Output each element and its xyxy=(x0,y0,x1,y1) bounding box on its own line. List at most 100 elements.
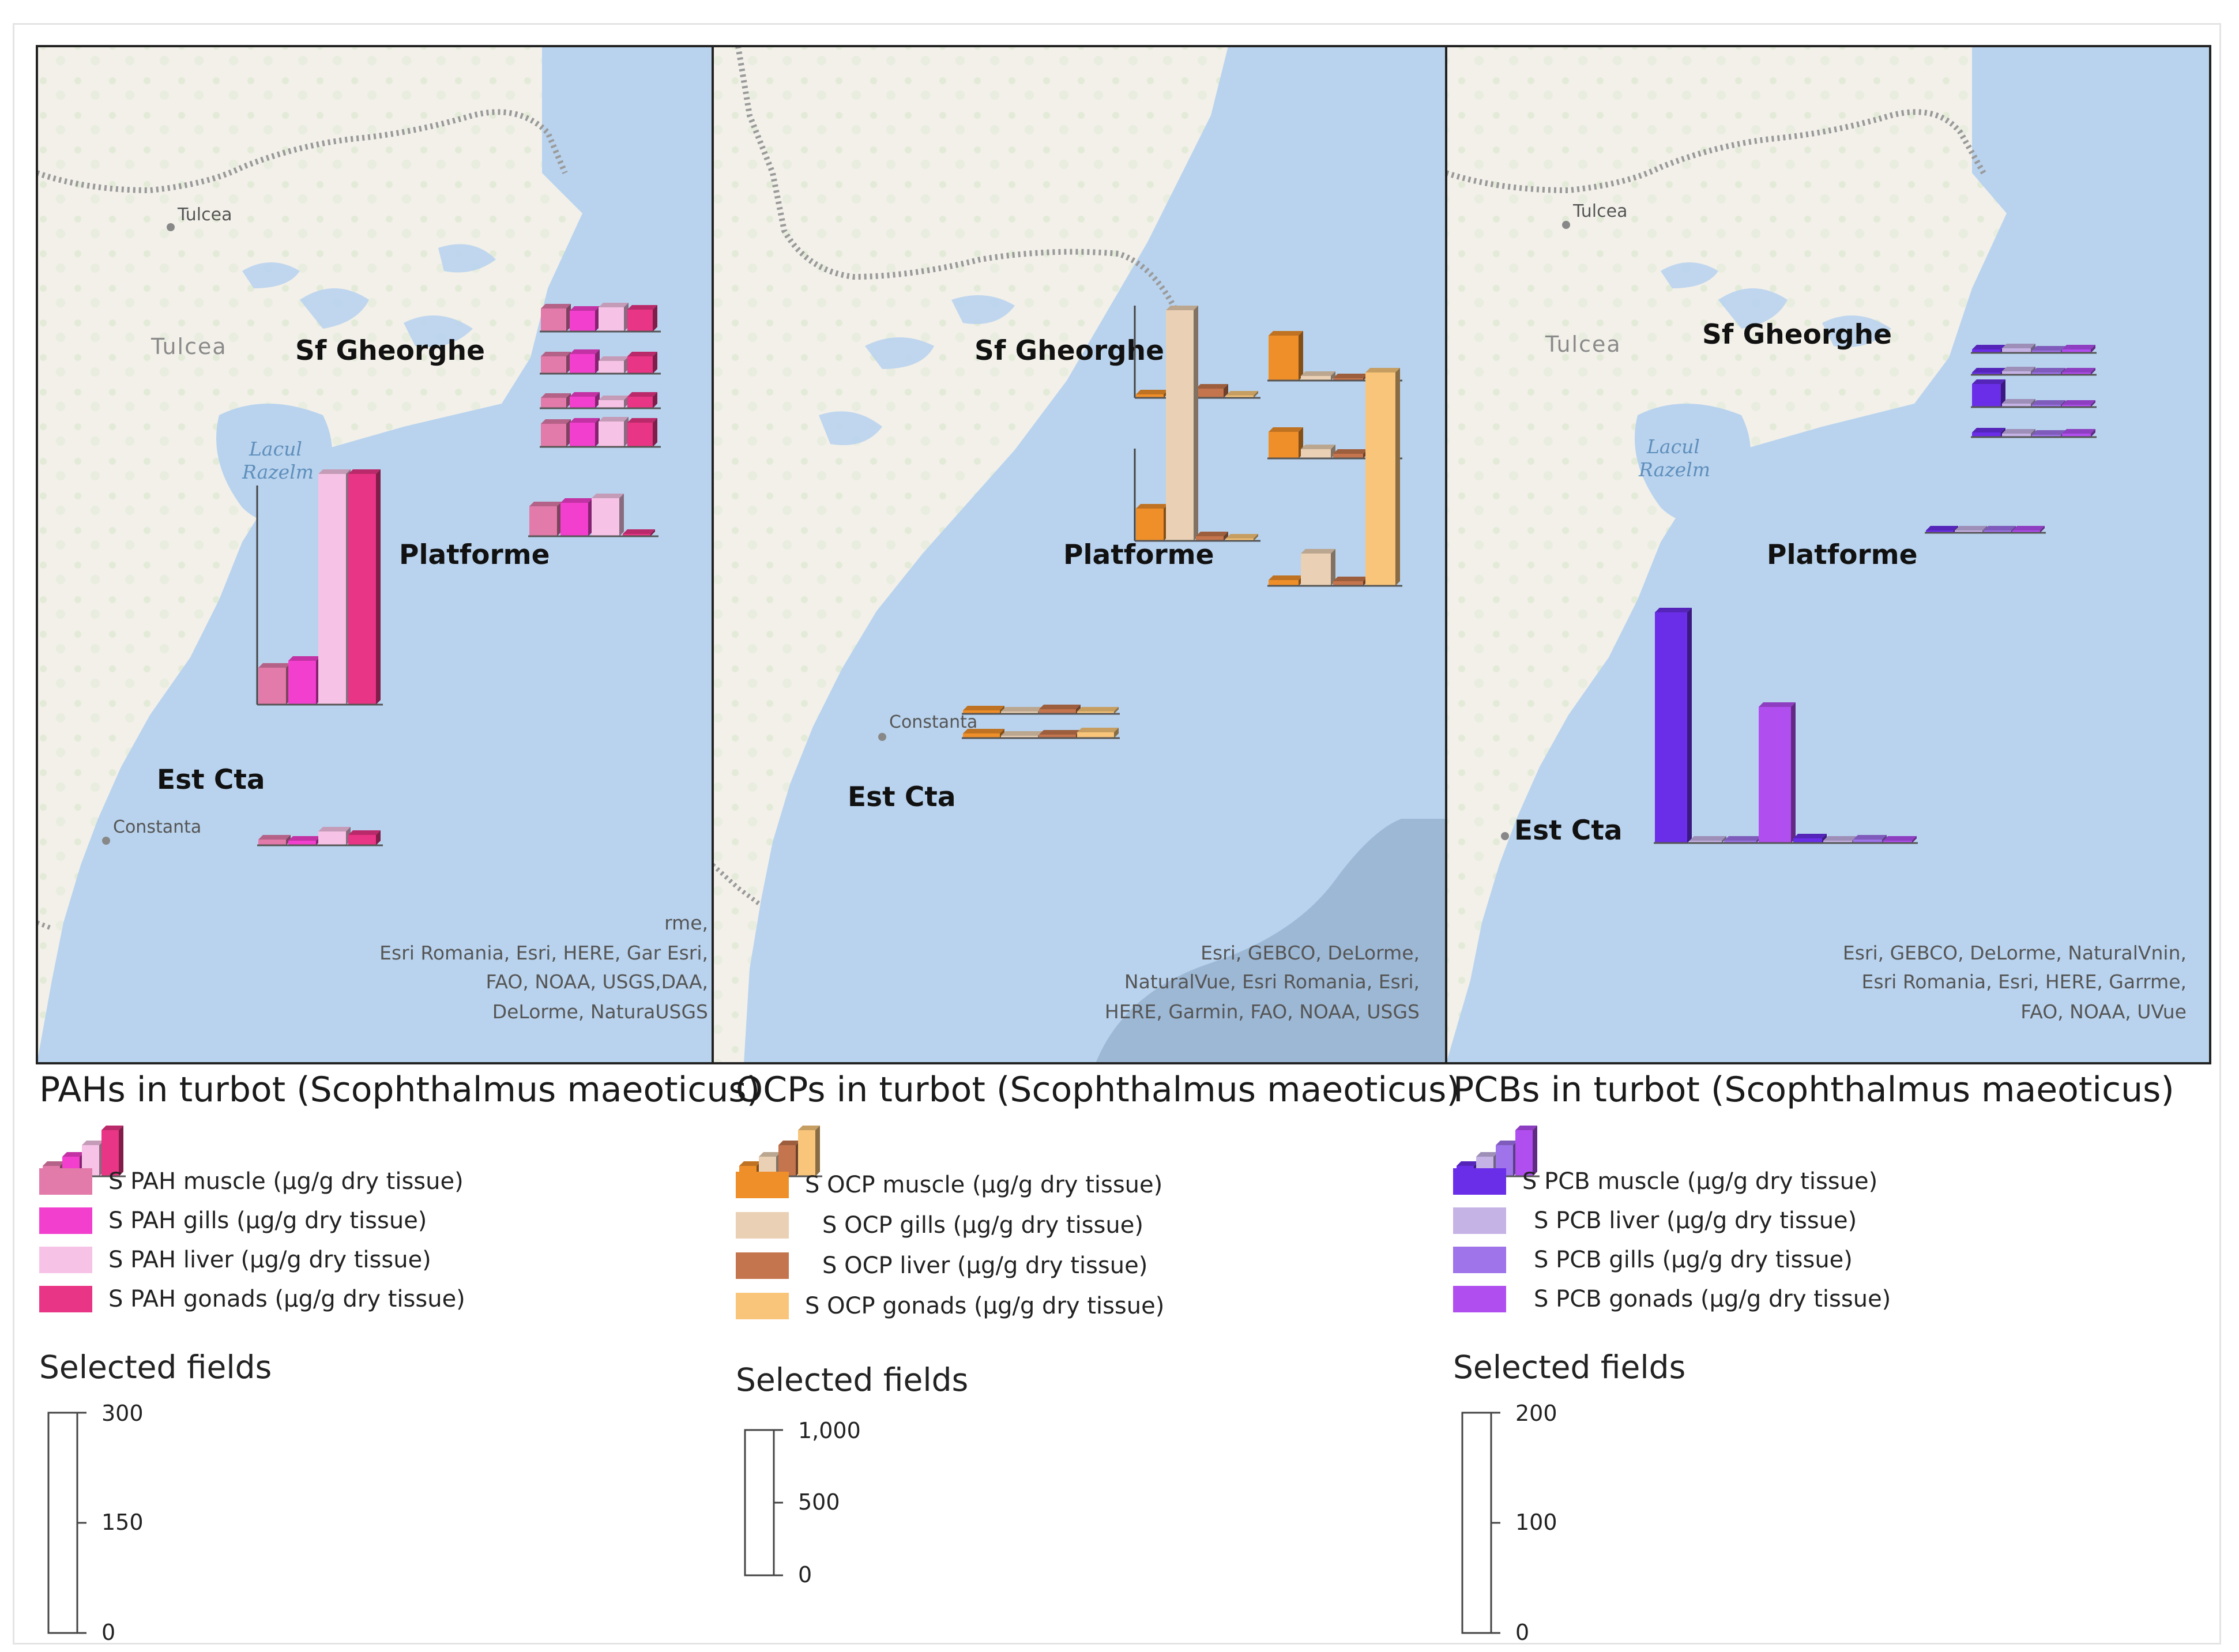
bar-side xyxy=(653,352,657,374)
bar-top xyxy=(2002,399,2035,404)
bar xyxy=(2012,530,2040,533)
city-dot xyxy=(167,223,175,231)
bar xyxy=(541,424,566,447)
bar-top xyxy=(1759,702,1796,707)
scale-box xyxy=(1461,1412,1492,1634)
bar xyxy=(2032,435,2061,437)
attribution-line: FAO, NOAA, USGS,DAA, xyxy=(486,970,708,993)
bar-top xyxy=(1972,379,2005,384)
bar-side xyxy=(1114,707,1119,714)
bar xyxy=(599,307,624,332)
bar-top xyxy=(1365,368,1400,372)
bar xyxy=(623,534,650,536)
bar-top xyxy=(318,827,351,831)
bar-side xyxy=(650,529,655,536)
lake-label-razelm: Razelm xyxy=(1638,458,1710,481)
bar-top xyxy=(623,529,655,534)
bar xyxy=(1301,554,1331,586)
bar xyxy=(627,423,653,447)
bar xyxy=(570,397,595,408)
bar-top xyxy=(101,1126,123,1130)
bar xyxy=(258,668,286,705)
legend-swatch-0 xyxy=(736,1172,789,1198)
delta-lakes xyxy=(819,295,1015,445)
bar-top xyxy=(348,830,381,835)
chart-symbol xyxy=(540,349,661,375)
bar xyxy=(1166,310,1194,541)
map-panel-pcb xyxy=(1446,46,2210,1063)
scale-tick-label: 200 xyxy=(1515,1401,1557,1426)
bar-side xyxy=(1722,836,1726,843)
bar xyxy=(2032,351,2061,353)
chart-symbol xyxy=(1267,368,1402,587)
bar xyxy=(1972,432,2001,437)
legend-swatch-2 xyxy=(1453,1247,1506,1273)
bar-top xyxy=(1039,730,1081,735)
legend-title: PCBs in turbot (Scophthalmus maeoticus) xyxy=(1453,1070,2174,1110)
bar-top xyxy=(1515,1126,1537,1130)
city-dot xyxy=(1501,832,1509,840)
bar-top xyxy=(258,835,291,840)
bar xyxy=(1655,612,1687,843)
legend-symbol-icon xyxy=(738,1126,822,1177)
chart-symbol xyxy=(1925,526,2046,534)
city-dot xyxy=(878,733,886,741)
bar-side xyxy=(1791,702,1796,843)
chart-symbol xyxy=(540,303,661,333)
bar-side xyxy=(2040,526,2045,533)
bar xyxy=(541,356,566,374)
bar xyxy=(1269,336,1299,381)
bar xyxy=(599,361,624,374)
scale-tick-label: 150 xyxy=(101,1510,144,1535)
bar-top xyxy=(1972,368,2005,372)
bar-top xyxy=(1196,384,1228,389)
legend-swatch-1 xyxy=(1453,1207,1506,1234)
bar xyxy=(2062,349,2091,353)
bar xyxy=(627,397,653,408)
legend-pah: PAHs in turbot (Scophthalmus maeoticus) S… xyxy=(39,1070,760,1645)
bar-top xyxy=(2002,344,2035,348)
bar-top xyxy=(541,419,571,424)
delta-lakes xyxy=(242,244,496,347)
bar xyxy=(627,310,653,332)
legend-item-label: S OCP muscle (µg/g dry tissue) xyxy=(805,1172,1162,1198)
bar-top xyxy=(2062,345,2095,349)
legend-item-label: S PAH gills (µg/g dry tissue) xyxy=(108,1207,427,1234)
bar-top xyxy=(1972,428,2005,432)
bar-top xyxy=(739,1161,761,1166)
bar-side xyxy=(2091,368,2095,375)
bar xyxy=(318,831,346,845)
bar xyxy=(1883,841,1912,843)
city-label-tulcea: Tulcea xyxy=(1572,201,1627,221)
bar-top xyxy=(1853,835,1887,840)
attribution-line: Esri Romania, Esri, HERE, Gar Esri, xyxy=(379,942,708,964)
city-label-constanta: Constanta xyxy=(113,817,201,837)
bar xyxy=(1724,841,1756,843)
bar xyxy=(2002,434,2031,437)
bar xyxy=(1515,1130,1533,1176)
bar-top xyxy=(592,494,624,498)
bar-top xyxy=(2032,400,2065,405)
bar-side xyxy=(2091,400,2095,407)
bar xyxy=(1196,536,1224,541)
chart-symbol xyxy=(540,417,661,448)
scale-tick-label: 300 xyxy=(101,1401,144,1426)
bar-top xyxy=(288,836,321,841)
bar-side xyxy=(1224,532,1228,541)
country-border xyxy=(37,109,568,194)
bar xyxy=(1077,712,1114,714)
chart-symbol xyxy=(256,469,383,706)
bar-top xyxy=(627,352,657,356)
bar-top xyxy=(541,304,571,308)
bar-top xyxy=(1476,1152,1498,1157)
bar xyxy=(599,400,624,408)
bar-top xyxy=(963,729,1004,733)
legend-item-label: S PAH muscle (µg/g dry tissue) xyxy=(108,1168,464,1195)
bar xyxy=(1269,432,1299,458)
bar-side xyxy=(2001,379,2005,407)
bar-side xyxy=(1114,728,1119,738)
legend-title: PAHs in turbot (Scophthalmus maeoticus) xyxy=(39,1070,760,1110)
scale-box xyxy=(47,1412,78,1634)
bar-side xyxy=(1194,306,1198,541)
legend-swatch-0 xyxy=(39,1168,92,1195)
